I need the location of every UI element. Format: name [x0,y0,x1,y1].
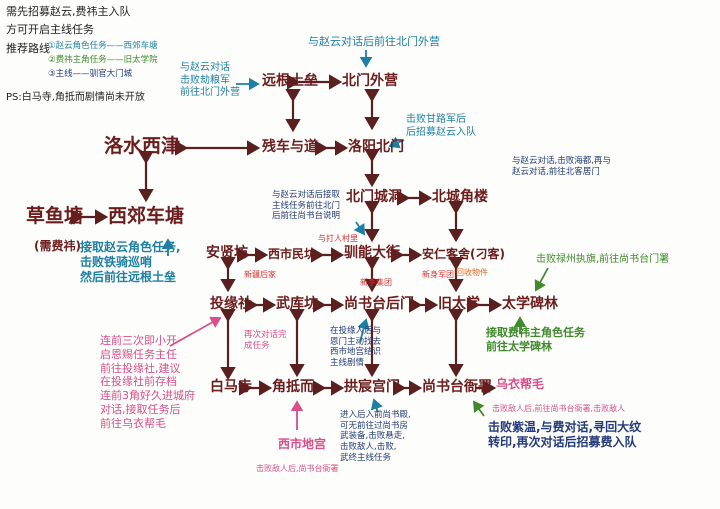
node-luoshui: 洛水西津 [104,135,181,157]
node-luoyang-beimen: 洛阳北门 [348,139,404,155]
note-navy-bottom: 进入后入前尚书殿, 可无前往过尚书房 武装备,击败悬走, 击败敌人,击败, 武终… [340,410,411,463]
node-shangshu-hou: 尚书台后门 [344,296,414,312]
node-yuangen: 远根土垒 [262,73,318,89]
node-baimasi: 白马寺 [210,379,252,395]
note-yuan-left: 与赵云对话 击败劫粮军 前往北门外营 [180,62,240,98]
note-red-center: 与打人村里 [318,234,358,243]
edge-note-pink [169,316,222,347]
node-anxiang: 安贤坊 [206,245,248,261]
node-jiaodi: 角抵而 [272,379,314,395]
legend-item-3: ③主线——驯官大门城 [48,69,133,79]
node-xishi-dixia: 西市地宫 [278,437,327,451]
note-big-blue-bottom: 击败紫温,与费对话,寻回大纹 转印,再次对话后招募费入队 [488,420,642,449]
header-line2: 方可开启主线任务 [6,23,94,36]
node-gongchenmen: 拱宸宫门 [344,379,400,395]
note-red-bottom: 新身军团 [422,270,454,279]
node-taixue-beilin: 太学碑林 [502,296,558,312]
note-teal-big: 接取赵云角色任务, 击败铁骑巡哨 然后前往远根土垒 [80,240,181,284]
node-beimen-chengdong: 北门城洞 [346,189,402,205]
node-beicheng-jiaolou: 北城角楼 [432,189,488,205]
note-pink-bottom: 击败敌人后,前往尚书台衙署,击败敌人 [492,404,626,413]
edge-note-bigblue [472,400,485,417]
note-right-top: 与赵云对话,击败海都,再与 赵云对话,前往北客居门 [512,156,611,177]
note-tuolushe: 再次对话完 成任务 [244,330,287,351]
note-center-blue: 与赵云对话后接取 主线任务前往北门 后前往尚书台说明 [272,190,341,222]
edge-note-center [353,221,365,236]
node-jiutaixue: 旧太学 [438,296,480,312]
edge-note-navy-bot [370,398,383,413]
edge-note-luoyang [388,136,405,149]
node-beimen-wai: 北门外营 [342,73,398,89]
legend-ps: PS:白马寺,角抵而剧情尚未开放 [6,92,145,103]
note-top-center: 与赵云对话后前往北门外营 [308,35,440,48]
note-red-small: 新疆后家 [244,270,276,279]
note-luoyang-right: 击败甘路军后 后招募赵云入队 [406,114,476,138]
legend-item-2: ②费祎主角任务——旧太学院 [48,55,158,65]
node-canche: 残车与道 [262,139,318,155]
legend-title: 推荐路线 [6,42,50,55]
node-wuan: 武库坊 [276,296,318,312]
node-tuoneng: 驯能大街 [344,245,400,261]
edge-note-navy-mid [357,318,370,343]
node-xijiao: 西郊车塘 [108,205,185,227]
legend-item-1: ①赵云角色任务——西郊车塘 [48,41,158,51]
edge-note-green-top [534,267,549,292]
note-pink-left: 连前三次即小开 启恩赐任务主任 前往投缘社,建议 在投缘社前存档 连前3角好久进… [100,334,195,430]
note-navy-middle: 在投缘人后与 恩门主动找去 西市地宫结识 主线剧情 [330,326,382,368]
node-caiyutang-sub: (需费祎) [34,239,81,253]
note-orange-anren: 回收物件 [456,268,488,277]
note-pink-bottom2: 击败敌人后,尚书台衙署 [256,464,339,473]
note-green-bottom: 接取费祎主角色任务 前往太学碑林 [486,326,585,353]
note-green-right: 击败禄州执旗,前往尚书台门署 [536,254,670,265]
node-tuolushe: 投缘社 [210,296,252,312]
node-shangshu-yamen: 尚书台衙署 [422,379,492,395]
header-line1: 需先招募赵云,费祎主入队 [6,5,131,18]
note-red-xishi: 新手集团 [360,278,392,287]
node-caiyutang: 草鱼塘 [26,205,84,227]
node-xishi: 西市民坊 [268,247,317,261]
node-wumaji: 乌衣帮毛 [496,377,545,391]
node-anren: 安仁客舍(刁客) [422,247,505,261]
